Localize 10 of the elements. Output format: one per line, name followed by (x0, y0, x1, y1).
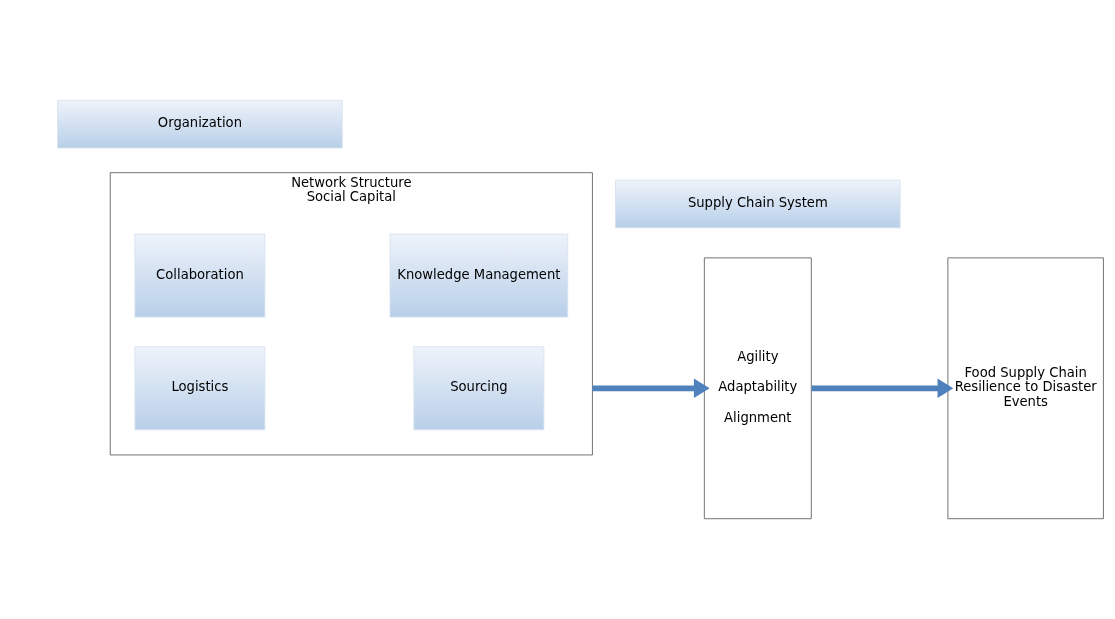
node-box: Agility Adaptability Alignment (703, 257, 812, 520)
node-box: Food Supply Chain Resilience to Disaster Events (947, 257, 1104, 520)
node-box: Logistics (134, 346, 266, 431)
node-box: Knowledge Management (389, 233, 569, 318)
node-box: Supply Chain System (615, 179, 901, 229)
node-box: Sourcing (413, 346, 545, 431)
arrow (811, 378, 954, 398)
node-box: Organization (57, 99, 343, 149)
node-box: Collaboration (134, 233, 266, 318)
arrow (592, 378, 710, 398)
